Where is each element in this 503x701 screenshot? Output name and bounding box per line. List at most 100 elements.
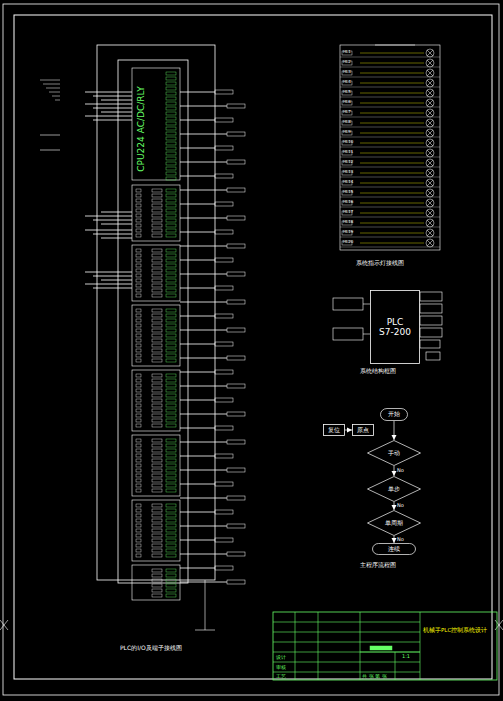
cad-stroke: [136, 529, 141, 532]
cad-stroke: [0, 620, 8, 630]
cad-stroke: [166, 519, 176, 522]
cad-stroke: [136, 314, 141, 317]
cad-stroke: [227, 300, 245, 304]
cad-stroke: [136, 509, 141, 512]
decision-diamond: 单周期: [367, 510, 421, 536]
cad-stroke: [85, 284, 132, 285]
cad-stroke: [342, 91, 352, 95]
cad-stroke: [152, 209, 162, 212]
cad-stroke: [166, 394, 176, 397]
cad-stroke: [340, 207, 440, 208]
cad-stroke: [340, 187, 440, 188]
cad-stroke: [360, 193, 424, 194]
lamp-tag: HL12: [343, 160, 353, 164]
cad-stroke: [360, 612, 361, 680]
cad-stroke: [360, 143, 424, 144]
cad-stroke: [93, 96, 132, 97]
cad-stroke: [340, 167, 440, 168]
cad-stroke: [136, 549, 141, 552]
cad-stroke: [166, 474, 176, 477]
cad-stroke: [227, 524, 245, 528]
cad-stroke: [342, 121, 352, 125]
cad-stroke: [152, 454, 162, 457]
cad-stroke: [215, 146, 233, 150]
box-outline: [324, 425, 345, 436]
cad-stroke: [136, 439, 141, 442]
lamp-symbol: [426, 139, 434, 147]
cad-stroke: [166, 399, 176, 402]
cad-stroke: [166, 172, 176, 175]
cad-stroke: [166, 469, 176, 472]
cad-stroke: [166, 72, 176, 75]
cad-stroke: [152, 474, 162, 477]
cad-stroke: [166, 579, 176, 582]
diamond-outline: [368, 477, 421, 502]
cad-stroke: [85, 116, 132, 117]
cad-stroke: [420, 612, 421, 680]
cad-stroke: [215, 426, 233, 430]
lamp-symbol: [426, 179, 434, 187]
cad-stroke: [93, 120, 132, 121]
cad-stroke: [360, 83, 424, 84]
cad-stroke: [166, 354, 176, 357]
lamp-symbol: [426, 79, 434, 87]
cad-stroke: [342, 51, 352, 55]
cad-stroke: [360, 63, 424, 64]
cad-stroke: [152, 384, 162, 387]
flow-connector: [394, 536, 395, 543]
cad-stroke: [340, 117, 440, 118]
cad-stroke: [136, 194, 141, 197]
module-label: CPU224 AC/DC/RLY: [137, 86, 147, 171]
node-text: 手动: [388, 450, 400, 457]
cad-stroke: [360, 243, 424, 244]
cad-stroke: [363, 334, 370, 335]
cad-stroke: [136, 224, 141, 227]
cad-stroke: [136, 479, 141, 482]
cad-stroke: [427, 80, 433, 86]
cad-stroke: [152, 594, 162, 597]
cad-stroke: [180, 358, 227, 359]
cad-stroke: [427, 190, 433, 196]
cad-stroke: [180, 316, 215, 317]
process-box: 原点: [352, 424, 374, 436]
cad-stroke: [227, 384, 245, 388]
cad-stroke: [166, 379, 176, 382]
cad-stroke: [166, 549, 176, 552]
cad-stroke: [152, 194, 162, 197]
cad-stroke: [136, 359, 141, 362]
cad-stroke: [132, 68, 180, 180]
cad-stroke: [340, 107, 440, 108]
cad-stroke: [166, 189, 176, 192]
cad-stroke: [340, 45, 440, 250]
lamp-symbol: [426, 189, 434, 197]
cad-stroke: [166, 444, 176, 447]
diamond-outline: [368, 441, 421, 466]
cad-stroke: [215, 90, 233, 94]
cad-stroke: [363, 304, 370, 305]
cad-stroke: [46, 88, 60, 89]
cad-stroke: [427, 160, 433, 166]
cad-stroke: [227, 272, 245, 276]
cad-stroke: [195, 630, 215, 631]
cad-stroke: [166, 424, 176, 427]
cad-stroke: [166, 539, 176, 542]
cad-stroke: [342, 131, 352, 135]
cad-stroke: [152, 279, 162, 282]
title-cell: 工艺: [276, 674, 286, 680]
cad-stroke: [152, 489, 162, 492]
cad-stroke: [166, 279, 176, 282]
cad-stroke: [427, 200, 433, 206]
cad-stroke: [180, 106, 227, 107]
node-text: 连续: [388, 546, 400, 553]
title-cell: 审核: [276, 665, 286, 671]
cad-stroke: [152, 214, 162, 217]
cad-stroke: [152, 419, 162, 422]
cad-stroke: [166, 177, 176, 180]
lamp-symbol: [426, 49, 434, 57]
cad-stroke: [152, 234, 162, 237]
cad-stroke: [3, 4, 499, 695]
lamp-symbol: [426, 129, 434, 137]
cad-stroke: [227, 552, 245, 556]
cad-stroke: [152, 549, 162, 552]
cad-stroke: [427, 230, 433, 236]
